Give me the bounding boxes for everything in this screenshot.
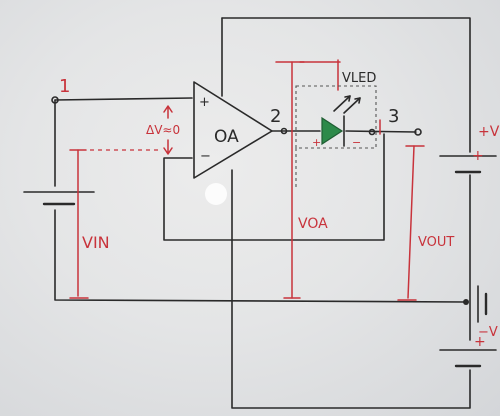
led-dashed-box [295,85,377,149]
opamp-plus-label: + [199,95,210,110]
supply-bottom-label: −V [478,325,498,340]
node-2-label: 2 [270,106,281,127]
node-1-terminal [51,96,59,104]
node-1-label: 1 [59,76,70,97]
voa-label: VOA [298,216,328,232]
led-plus-label: + [312,136,321,149]
vled-label: VLED [342,71,376,86]
ground-junction [463,299,469,305]
vin-label: VIN [82,233,110,252]
input-battery [23,191,95,206]
right-supply-battery [477,285,488,323]
opamp-label: OA [214,127,239,147]
bottom-supply-wire [231,169,471,409]
led-symbol [321,95,361,147]
vout-measure-line [407,145,415,299]
top-supply-battery [439,155,497,174]
top-supply-wire [221,17,471,153]
supply-top-label: +V [478,124,500,140]
opamp-minus-label: − [200,149,211,164]
supply-bottom-plus: + [474,334,486,350]
node-3-terminal [414,128,422,136]
feedback-wire [163,133,385,241]
vout-label: VOUT [418,235,454,250]
delta-v-down-arrow [163,139,173,155]
delta-v-label: ΔV≈0 [146,123,180,137]
node-led-cathode [368,128,376,136]
supply-top-plus: + [472,148,484,164]
led-minus-label: − [352,136,361,149]
led-output-wire [345,130,417,133]
node-3-label: 3 [388,106,399,127]
glare [205,183,227,205]
bottom-supply-battery [439,349,497,368]
ground-wire [54,209,467,303]
input-wire [54,97,193,101]
node-2-terminal [280,127,288,135]
opamp-triangle [193,81,273,179]
delta-v-up-arrow [163,105,173,119]
